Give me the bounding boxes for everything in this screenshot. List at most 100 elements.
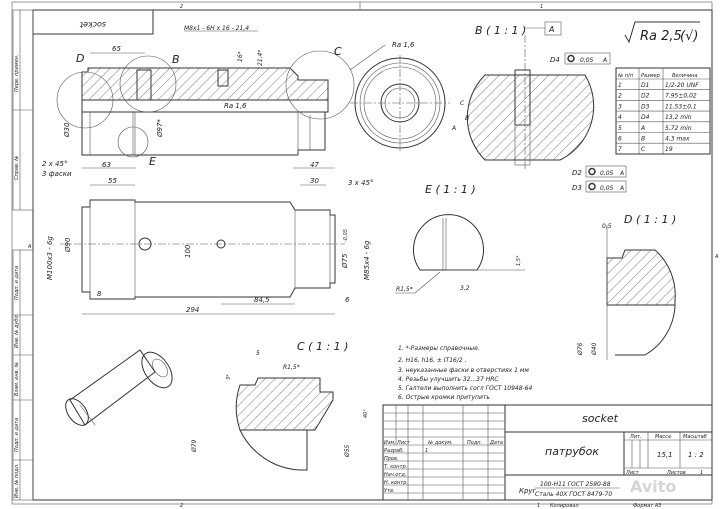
- note: 2. H16, h16, ± IT16/2 .: [398, 357, 467, 364]
- tol-d2-label: D2: [572, 169, 582, 177]
- technical-notes: 1. *-Размеры справочные. 2. H16, h16, ± …: [398, 345, 533, 401]
- table-cell: D2: [641, 93, 650, 100]
- lit-label: Лит.: [629, 434, 642, 440]
- stamp-label: Перв. примен.: [14, 54, 20, 92]
- tol-datum: A: [619, 185, 624, 192]
- col-header: № п/п: [617, 73, 634, 79]
- table-cell: B: [641, 136, 645, 143]
- row-label: Разраб.: [384, 448, 404, 454]
- dim-8: 8: [97, 290, 102, 298]
- table-cell: 13,2 min: [665, 114, 692, 121]
- detail-label-b: B: [172, 53, 180, 66]
- dim-3: 3*: [226, 374, 232, 380]
- tol-value: 0,05: [600, 170, 614, 177]
- scale-value: 1 : 2: [688, 451, 704, 459]
- table-cell: A: [640, 125, 645, 132]
- col-header: Изм.: [384, 440, 396, 446]
- dim-angle: 40°: [363, 409, 369, 418]
- scale-label: Масштаб: [683, 434, 707, 440]
- table-cell: 19: [665, 146, 673, 153]
- table-cell: 1/2-20 UNF: [665, 82, 699, 89]
- dim-d79: Ø79: [191, 439, 198, 453]
- table-cell: D1: [641, 82, 649, 89]
- material-top: 100-Н11 ГОСТ 2590-88: [540, 481, 611, 488]
- col-header: Подп.: [467, 440, 482, 446]
- detail-label-d: D: [76, 52, 84, 65]
- row-label: Нач.отд.: [384, 472, 406, 478]
- detail-e-title: E ( 1 : 1 ): [425, 183, 476, 196]
- tol-frame-d3: 0,05 A: [585, 180, 627, 193]
- table-cell: C: [641, 146, 646, 153]
- dim-63: 63: [102, 161, 111, 169]
- format-label: Формат А3: [633, 503, 661, 509]
- roughness-inner: Ra 1,6: [224, 102, 247, 110]
- zone-label: A: [27, 244, 32, 250]
- side-stamps: Перв. примен. Справ. № Подп. и дата Инв.…: [12, 9, 34, 501]
- side-view: 55 30 3 x 45° M100x3 - 6g Ø90 100 Ø75 -0…: [46, 177, 373, 315]
- col-header: Величина: [672, 73, 698, 79]
- mass-value: 15,1: [657, 451, 673, 459]
- row-label: Пров.: [384, 456, 399, 462]
- detail-label-e: E: [149, 155, 156, 168]
- main-section-view: M8x1 - 6H x 16 - 21,4 D B C E 65 16* 21,…: [42, 25, 415, 178]
- dim-d30: Ø30: [63, 122, 71, 138]
- row-label: Утв.: [384, 488, 395, 494]
- note: 6. Острые кромки притупить: [398, 394, 490, 401]
- detail-d-title: D ( 1 : 1 ): [624, 213, 676, 226]
- dim-100: 100: [184, 244, 192, 258]
- detail-b: B ( 1 : 1 ) A D4 0,05 A C B A D2 0,05 A …: [451, 21, 627, 193]
- table-cell: 5: [618, 125, 622, 132]
- note: 3. неуказанные фаски в отверстиях 1 мм: [398, 367, 529, 374]
- roughness-suffix: (√): [680, 29, 698, 44]
- watermark: Avito: [630, 477, 676, 496]
- table-cell: 2: [618, 93, 622, 100]
- zone-label: A: [714, 254, 719, 260]
- col-header: Дата: [489, 440, 503, 446]
- dim-r1-5: R1,5*: [396, 286, 413, 293]
- tol-frame-d4: 0,05 A: [564, 52, 611, 65]
- thread-callout: M8x1 - 6H x 16 - 21,4: [184, 25, 249, 32]
- chamfer-note: 2 x 45°: [42, 160, 67, 168]
- table-cell: 5,72 min: [665, 125, 692, 132]
- row-label: Н. контр.: [384, 480, 408, 486]
- dim-6: 6: [345, 296, 350, 304]
- roughness-top: Ra 1,6: [392, 41, 415, 49]
- table-cell: D3: [641, 103, 650, 110]
- stamp-label: Инв. № подл.: [14, 464, 20, 499]
- table-cell: 3: [618, 103, 622, 110]
- table-cell: D4: [641, 114, 650, 121]
- tol-datum: A: [602, 57, 607, 64]
- table-cell: 11,53±0,1: [665, 103, 697, 110]
- detail-b-title: B ( 1 : 1 ): [475, 24, 526, 37]
- datum-a: A: [548, 25, 554, 34]
- top-code: socket: [79, 20, 106, 29]
- general-roughness: Ra 2,5 (√): [624, 21, 700, 44]
- end-view: [350, 55, 450, 152]
- dim-d75-tol: -0,05: [343, 229, 349, 242]
- table-cell: 4: [618, 114, 622, 121]
- dim-1-5: 1,5*: [516, 255, 522, 266]
- dim-r1-5: R1,5*: [283, 364, 300, 371]
- table-cell: 7: [618, 146, 622, 153]
- tol-d4-label: D4: [550, 56, 560, 64]
- roughness-value: Ra 2,5: [640, 29, 682, 44]
- dim-d97: Ø97*: [156, 119, 164, 138]
- dim-0-5: 0,5: [602, 223, 612, 230]
- detail-c-title: C ( 1 : 1 ): [297, 340, 348, 353]
- tol-frame-d2: 0,05 A: [585, 165, 627, 178]
- sheets-value: 1: [700, 470, 703, 476]
- mass-label: Масса: [655, 434, 671, 440]
- tol-datum: A: [619, 170, 624, 177]
- chamfer-count: 3 фаски: [42, 170, 72, 178]
- dim-21-4: 21,4*: [257, 50, 264, 66]
- detail-c: C ( 1 : 1 ) 5 R1,5* 3* Ø79 Ø55 40°: [191, 340, 369, 471]
- stamp-label: Взам. инв. №: [14, 362, 20, 396]
- dim-m85: M85x4 - 6g: [363, 240, 371, 280]
- note: 4. Резьбы улучшить 32...37 HRC: [398, 376, 499, 383]
- stamp-label: Справ. №: [14, 156, 20, 180]
- col-header: Лист: [396, 440, 411, 446]
- dim-30: 30: [310, 177, 319, 185]
- note: 5. Галтели выполнить согл ГОСТ 10948-64: [398, 385, 533, 392]
- dim-d76: Ø76: [577, 342, 584, 356]
